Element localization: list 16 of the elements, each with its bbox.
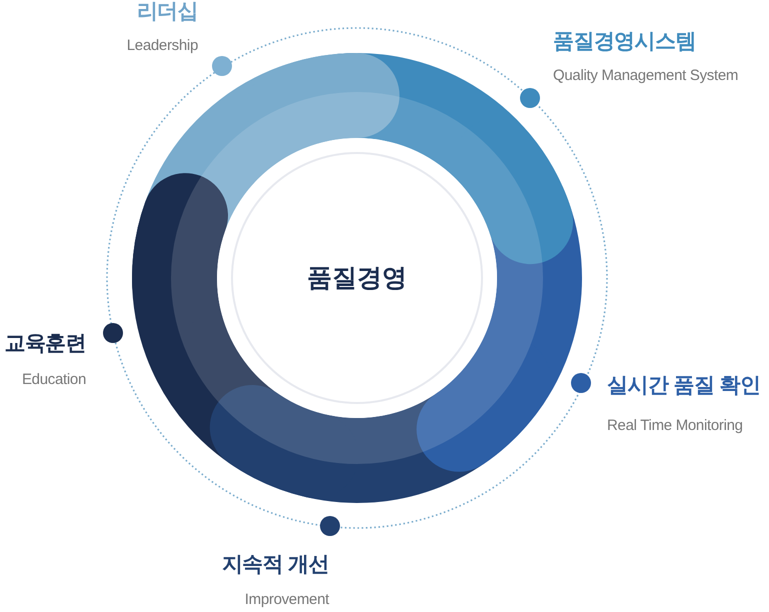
dot-marker-icon (103, 323, 123, 343)
dot-marker-icon (571, 373, 591, 393)
dot-marker-icon (520, 88, 540, 108)
english-subtitle: Quality Management System (553, 67, 738, 85)
center-title: 품질경영 (306, 263, 408, 293)
dot-marker-icon (320, 516, 340, 536)
section-heading: 교육훈련 (4, 331, 86, 357)
english-subtitle: Education (22, 371, 86, 389)
section-heading: 실시간 품질 확인 (607, 373, 760, 399)
section-heading: 품질경영시스템 (553, 29, 696, 55)
section-heading: 리더십 (136, 0, 198, 25)
english-subtitle: Improvement (244, 591, 329, 609)
english-subtitle: Leadership (126, 37, 198, 55)
dot-marker-icon (212, 56, 232, 76)
section-heading: 지속적 개선 (222, 552, 329, 578)
english-subtitle: Real Time Monitoring (607, 417, 743, 435)
